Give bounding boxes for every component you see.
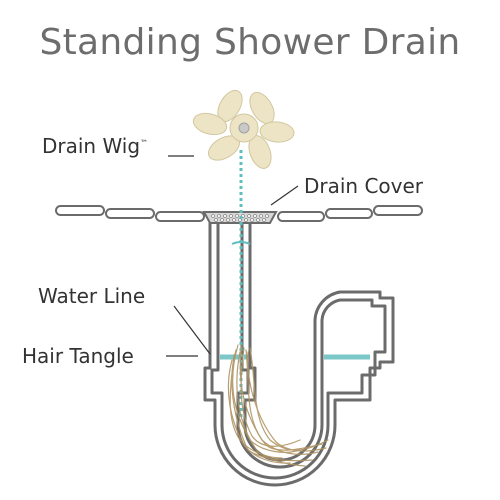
shower-floor	[55, 205, 423, 222]
leader-lines	[166, 155, 299, 357]
drain-wig-flower	[192, 89, 295, 169]
label-water-line: Water Line	[38, 284, 146, 308]
trademark-symbol: ™	[140, 138, 149, 148]
label-drain-wig: Drain Wig™	[42, 134, 149, 158]
diagram-title: Standing Shower Drain	[39, 22, 461, 63]
label-drain-cover: Drain Cover	[304, 174, 424, 198]
label-hair-tangle: Hair Tangle	[22, 344, 134, 368]
drain-pipe	[203, 222, 395, 487]
hair-tangle	[227, 344, 329, 467]
